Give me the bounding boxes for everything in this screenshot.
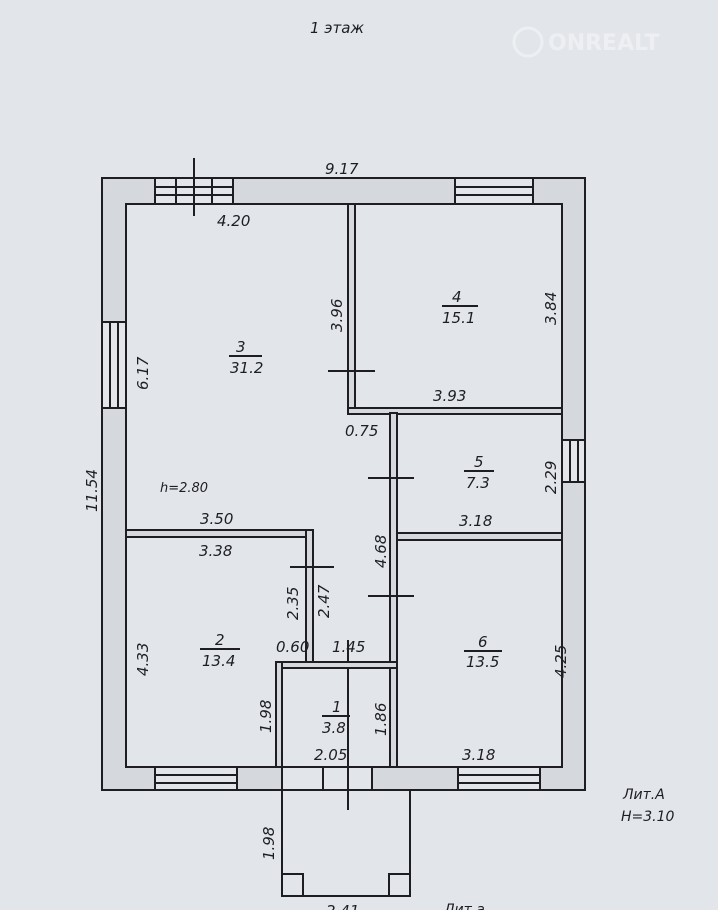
svg-text:1.98: 1.98 <box>257 700 275 733</box>
svg-text:3.8: 3.8 <box>322 719 346 737</box>
floor-title: 1 этаж <box>310 19 364 37</box>
svg-text:3.50: 3.50 <box>200 510 233 528</box>
svg-text:1.86: 1.86 <box>372 703 390 736</box>
svg-text:5: 5 <box>474 453 484 471</box>
svg-text:3.18: 3.18 <box>462 746 495 764</box>
window-top-right <box>454 177 534 205</box>
svg-text:13.5: 13.5 <box>466 653 499 671</box>
svg-text:7.3: 7.3 <box>466 474 490 492</box>
svg-text:4.25: 4.25 <box>552 645 570 678</box>
watermark-logo: ONREALT <box>512 26 660 58</box>
room-3: 3 31.2 <box>229 338 263 377</box>
svg-text:h=2.80: h=2.80 <box>160 481 208 496</box>
svg-text:2.35: 2.35 <box>284 587 302 620</box>
window-bottom-left <box>154 766 238 791</box>
svg-text:3.38: 3.38 <box>199 542 232 560</box>
window-top-left <box>154 158 234 216</box>
svg-text:15.1: 15.1 <box>442 309 475 327</box>
svg-text:3.96: 3.96 <box>328 299 346 332</box>
svg-text:2.29: 2.29 <box>542 461 560 494</box>
annex-porch <box>281 789 411 897</box>
svg-text:11.54: 11.54 <box>83 469 101 512</box>
svg-text:3.18: 3.18 <box>459 512 492 530</box>
svg-text:6: 6 <box>478 633 488 651</box>
svg-text:1.98: 1.98 <box>260 827 278 860</box>
svg-text:13.4: 13.4 <box>202 652 235 670</box>
svg-text:3.84: 3.84 <box>542 292 560 325</box>
svg-text:3.93: 3.93 <box>433 387 466 405</box>
svg-text:9.17: 9.17 <box>325 160 359 178</box>
interior-walls <box>125 203 563 768</box>
svg-text:4.20: 4.20 <box>217 212 250 230</box>
room-6: 6 13.5 <box>464 633 502 671</box>
svg-text:4: 4 <box>452 288 462 306</box>
room-5: 5 7.3 <box>464 453 494 492</box>
window-bottom-right <box>457 766 541 791</box>
window-right <box>561 439 586 483</box>
svg-text:2.05: 2.05 <box>314 746 347 764</box>
svg-text:0.60: 0.60 <box>276 638 309 656</box>
outer-wall <box>101 177 586 791</box>
room-4: 4 15.1 <box>442 288 478 327</box>
svg-text:3: 3 <box>236 338 246 356</box>
svg-text:4.68: 4.68 <box>372 535 390 568</box>
svg-text:2.47: 2.47 <box>315 584 333 618</box>
svg-text:2.41: 2.41 <box>326 902 359 910</box>
svg-text:31.2: 31.2 <box>230 359 263 377</box>
building-label: Лит.А <box>622 787 665 803</box>
svg-text:0.75: 0.75 <box>345 422 378 440</box>
window-left <box>101 321 127 409</box>
svg-text:6.17: 6.17 <box>134 356 152 390</box>
annex-label: Лит.а <box>443 902 485 910</box>
room-2: 2 13.4 <box>200 631 240 670</box>
svg-text:4.33: 4.33 <box>134 643 152 676</box>
svg-text:2: 2 <box>215 631 225 649</box>
svg-text:ONREALT: ONREALT <box>548 31 660 56</box>
svg-text:1: 1 <box>332 698 342 716</box>
dimension-labels: 9.17 4.20 11.54 6.17 3.96 3.84 3.93 0.75… <box>83 160 675 910</box>
svg-text:1.45: 1.45 <box>332 638 365 656</box>
building-height: H=3.10 <box>621 809 675 825</box>
room-1: 1 3.8 <box>322 698 350 737</box>
